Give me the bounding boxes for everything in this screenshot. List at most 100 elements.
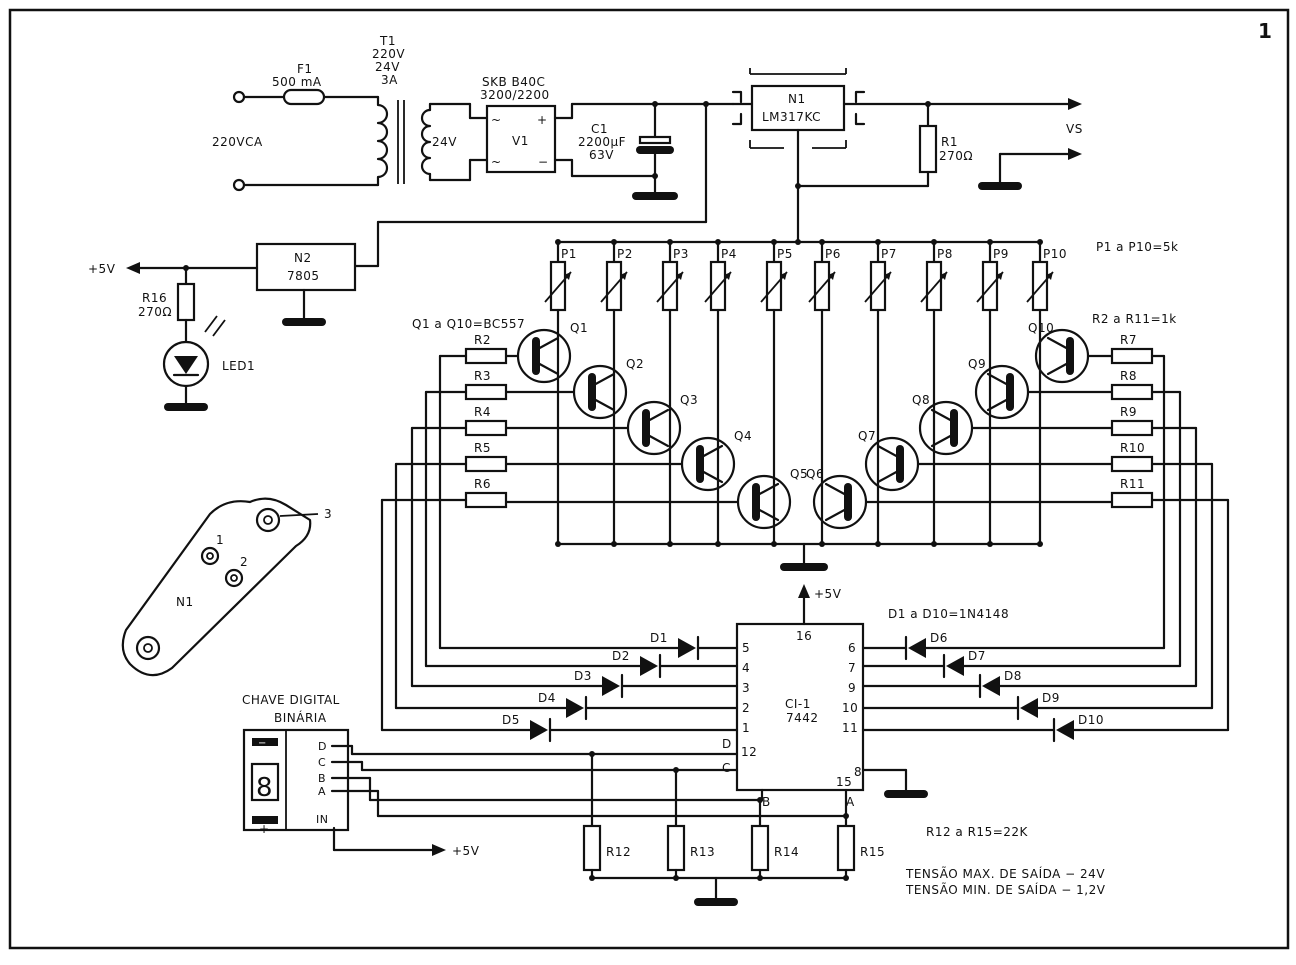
decoder-ref: CI-1: [785, 697, 811, 711]
capacitor-value: 2200µF: [578, 135, 626, 149]
decoder-pin: 3: [742, 681, 750, 695]
bridge-ac-in: ~: [491, 113, 502, 127]
transistor: [516, 328, 572, 384]
fuse-ref: F1: [297, 62, 313, 76]
figure-number: 1: [1258, 19, 1272, 43]
transistor: [572, 364, 628, 420]
base-resistor: [1110, 383, 1154, 401]
pot-wiper-arrow: [1046, 272, 1053, 280]
diode: [946, 656, 964, 676]
transistor: [864, 436, 920, 492]
decoder-pin: 9: [848, 681, 856, 695]
input-voltage-label: 220VCA: [212, 135, 263, 149]
base-resistor-label: R4: [474, 405, 491, 419]
pot-label: P9: [993, 247, 1009, 261]
led1-label: LED1: [222, 359, 255, 373]
diode-label: D5: [502, 713, 520, 727]
capacitor-ref: C1: [591, 122, 608, 136]
base-resistor: [464, 491, 508, 509]
decoder-body: [735, 622, 865, 792]
diode: [908, 638, 926, 658]
pot-label: P4: [721, 247, 737, 261]
r1-ref: R1: [941, 135, 958, 149]
decoder-pin: 4: [742, 661, 750, 675]
increment-key-label: +: [259, 822, 269, 836]
pot-wiper-arrow: [780, 272, 787, 280]
decrement-key[interactable]: [252, 738, 278, 746]
package-ref: N1: [176, 595, 194, 609]
regulator-n2: N2 7805 +5V R16 270Ω LED1: [88, 242, 357, 411]
transformer-ref: T1: [379, 34, 396, 48]
r16-value: 270Ω: [138, 305, 172, 319]
transistor: [736, 474, 792, 530]
capacitor-c1: C1 2200µF 63V: [578, 101, 678, 200]
switch-in-label: IN: [316, 813, 328, 826]
package-outline-n1: 1 2 3 N1: [121, 497, 332, 677]
transformer-t1: T1 220V 24V 3A 24V: [372, 34, 489, 187]
output-return-arrow: [1068, 148, 1082, 160]
decoder-input-label: C: [722, 761, 731, 775]
digit-window: [250, 762, 280, 802]
junction-dot: [715, 239, 721, 245]
pot-wiper-arrow: [940, 272, 947, 280]
junction-dot: [667, 541, 673, 547]
bridge-minus: −: [538, 155, 549, 169]
pots-note: P1 a P10=5k: [1096, 240, 1179, 254]
digit-display: 8: [256, 773, 273, 803]
diode: [566, 698, 584, 718]
base-resistors-note: R2 a R11=1k: [1092, 312, 1177, 326]
diode-label: D7: [968, 649, 986, 663]
pot-label: P7: [881, 247, 897, 261]
switch-body: [242, 728, 350, 832]
transistor-label: Q5: [790, 467, 808, 481]
decoder-input-label: A: [846, 795, 855, 809]
junction-dot: [1037, 541, 1043, 547]
diode: [640, 656, 658, 676]
junction-dot: [931, 239, 937, 245]
base-resistor-label: R11: [1120, 477, 1145, 491]
transistor-label: Q7: [858, 429, 876, 443]
pot-wiper-arrow: [828, 272, 835, 280]
base-resistor: [464, 347, 508, 365]
junction-dot: [843, 875, 849, 881]
base-resistor: [464, 455, 508, 473]
transistor: [1034, 328, 1090, 384]
n2-ref: N2: [294, 251, 312, 265]
decoder-pin: 5: [742, 641, 750, 655]
resistor-r16: [176, 282, 196, 322]
pot-label: P5: [777, 247, 793, 261]
transistors-note: Q1 a Q10=BC557: [412, 317, 525, 331]
decoder-pin: 8: [854, 765, 862, 779]
switch-pin-label: D: [318, 740, 327, 753]
decoder-pin: 10: [842, 701, 858, 715]
r1-value: 270Ω: [939, 149, 973, 163]
diode: [1056, 720, 1074, 740]
diode-label: D10: [1078, 713, 1104, 727]
pulldown-label: R14: [774, 845, 799, 859]
diode-label: D4: [538, 691, 556, 705]
base-resistor-label: R3: [474, 369, 491, 383]
junction-dot: [555, 541, 561, 547]
junction-dot: [757, 875, 763, 881]
increment-key[interactable]: [252, 816, 278, 824]
bridge-part-line1: SKB B40C: [482, 75, 545, 89]
n2-part: 7805: [287, 269, 320, 283]
pulldown-resistor: [666, 824, 686, 872]
pot-label: P10: [1043, 247, 1067, 261]
fuse-f1: F1 500 mA: [272, 62, 326, 106]
secondary-winding: [420, 108, 432, 176]
decoder-input-label: B: [762, 795, 771, 809]
input-terminal: [232, 90, 246, 104]
diode: [1020, 698, 1038, 718]
junction-dot: [819, 541, 825, 547]
transformer-primary: 220V: [372, 47, 405, 61]
output-arrow: [1068, 98, 1082, 110]
transistor: [626, 400, 682, 456]
transistor: [680, 436, 736, 492]
transformer-secondary: 24V: [375, 60, 400, 74]
diode-label: D1: [650, 631, 668, 645]
switch-pin-label: B: [318, 772, 326, 785]
junction-dot: [667, 239, 673, 245]
pulldown-resistor: [582, 824, 602, 872]
